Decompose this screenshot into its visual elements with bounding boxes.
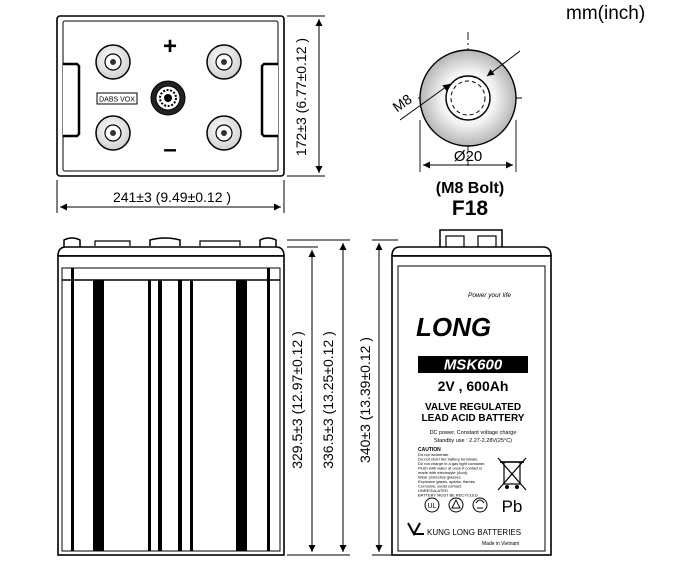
- charge-line-2: Standby use : 2.27-2.28V(25°C): [434, 438, 512, 444]
- negative-sign: –: [163, 136, 176, 163]
- charge-line-1: DC power, Constant voltage charge: [430, 430, 517, 436]
- terminal-detail: [399, 32, 522, 172]
- desc-line-2: LEAD ACID BATTERY: [422, 413, 525, 424]
- positive-sign: +: [163, 33, 177, 60]
- front-view: UL: [391, 229, 552, 556]
- caution-line: Flush with water at once if contact is: [418, 466, 482, 471]
- caution-line: Explosive gases, sparks, flames: [418, 479, 475, 484]
- kung-long-logo-icon: [407, 522, 424, 537]
- units-label: mm(inch): [566, 3, 645, 24]
- width-dimension-label: 241±3 (9.49±0.12 ): [113, 189, 231, 205]
- caution-line: BATTERY MUST BE RECYCLED: [418, 493, 478, 498]
- terminal-post-icon: [206, 44, 242, 80]
- rating-label: 2V , 600Ah: [438, 378, 509, 394]
- safety-symbols-icon: UL: [424, 497, 488, 513]
- vent-valve-icon: [150, 80, 186, 116]
- terminal-post-icon: [206, 115, 242, 151]
- caution-line: Corrosive, avoid contact.: [418, 484, 462, 489]
- height-a-label: 329.5±3 (12.97±0.12 ): [289, 331, 305, 469]
- terminal-post-icon: [95, 115, 131, 151]
- pb-symbol: Pb: [502, 497, 523, 516]
- svg-text:UL: UL: [428, 503, 437, 510]
- brand-tagline: Power your life: [468, 292, 511, 299]
- height-total-label: 340±3 (13.39±0.12 ): [357, 337, 373, 463]
- model-label: MSK600: [444, 357, 503, 374]
- top-label-tag: DABS VOX: [99, 97, 135, 104]
- thread-label: M8: [390, 91, 415, 115]
- width-dimension: [56, 180, 285, 213]
- caution-line: Wear protective glasses: [418, 475, 461, 480]
- caution-line: made with electrolyte (Acid).: [418, 470, 468, 475]
- depth-dimension: [287, 15, 325, 177]
- made-in-label: Made in Vietnam: [482, 541, 519, 547]
- caution-line: Do not incinerate.: [418, 452, 449, 457]
- desc-line-1: VALVE REGULATED: [425, 402, 521, 413]
- caution-line: Do not charge in a gas tight container.: [418, 461, 485, 466]
- depth-dimension-label: 172±3 (6.77±0.12 ): [293, 38, 309, 156]
- height-b-label: 336.5±3 (13.25±0.12 ): [320, 331, 336, 469]
- top-view: + – DABS VOX: [56, 15, 285, 177]
- terminal-post-icon: [95, 44, 131, 80]
- brand-logo: LONG: [416, 312, 491, 342]
- terminal-type-label: F18: [452, 197, 489, 220]
- bolt-label: (M8 Bolt): [436, 180, 504, 197]
- height-dimensions: [287, 239, 398, 556]
- caution-list: Do not incinerate. Do not short the batt…: [418, 452, 485, 498]
- caution-line: Do not short the battery terminals.: [418, 457, 478, 462]
- caution-title: CAUTION: [418, 447, 441, 453]
- maker-label: KUNG LONG BATTERIES: [427, 528, 521, 537]
- caution-line: UNREGULATED: [418, 488, 448, 493]
- side-view: [57, 237, 285, 556]
- crossed-bin-icon: [497, 457, 527, 491]
- diameter-label: Ø20: [454, 148, 482, 165]
